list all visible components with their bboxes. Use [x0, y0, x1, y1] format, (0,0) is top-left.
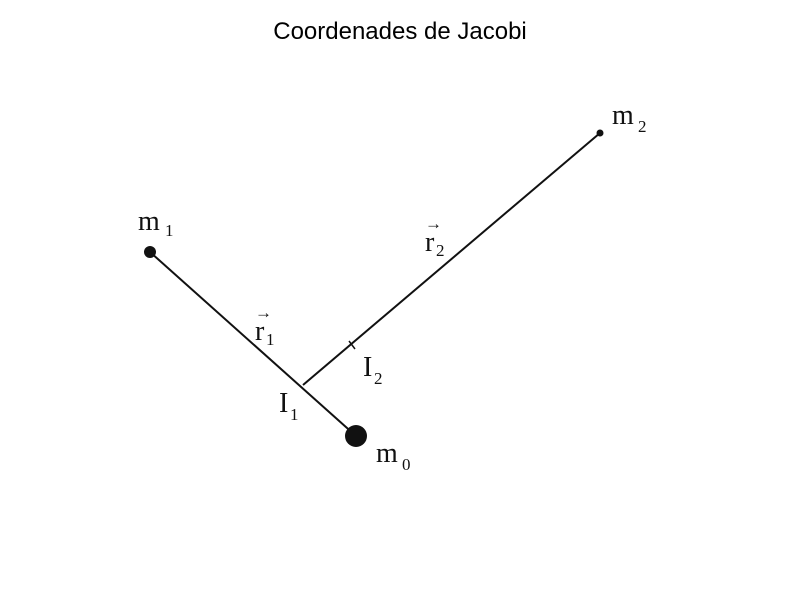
svg-text:2: 2 [638, 117, 647, 136]
label-I2: I 2 [363, 352, 383, 388]
label-I1: I 1 [279, 388, 299, 424]
svg-text:r: r [425, 227, 435, 258]
label-r1: → r 1 [255, 303, 275, 349]
svg-text:0: 0 [402, 455, 411, 474]
vector-r2-line [302, 132, 601, 386]
label-m1: m 1 [138, 206, 174, 240]
center-of-mass-tick [348, 340, 356, 350]
diagram-title: Coordenades de Jacobi [273, 18, 527, 45]
svg-text:2: 2 [436, 241, 445, 260]
svg-text:I: I [279, 388, 288, 419]
svg-text:I: I [363, 352, 372, 383]
svg-text:→: → [425, 214, 442, 233]
svg-text:m: m [376, 438, 398, 469]
vector-r1-line [149, 251, 357, 437]
label-r2: → r 2 [425, 214, 445, 260]
mass-m1-point [144, 246, 156, 258]
svg-text:1: 1 [290, 405, 299, 424]
svg-text:r: r [255, 316, 265, 347]
svg-text:m: m [612, 100, 634, 131]
label-m0: m 0 [376, 438, 411, 474]
svg-text:m: m [138, 206, 160, 237]
label-m2: m 2 [612, 100, 647, 136]
mass-m0-point [345, 425, 367, 447]
svg-text:→: → [255, 303, 272, 322]
mass-m2-point [596, 129, 604, 137]
svg-text:1: 1 [266, 330, 275, 349]
svg-text:1: 1 [165, 221, 174, 240]
svg-text:2: 2 [374, 369, 383, 388]
